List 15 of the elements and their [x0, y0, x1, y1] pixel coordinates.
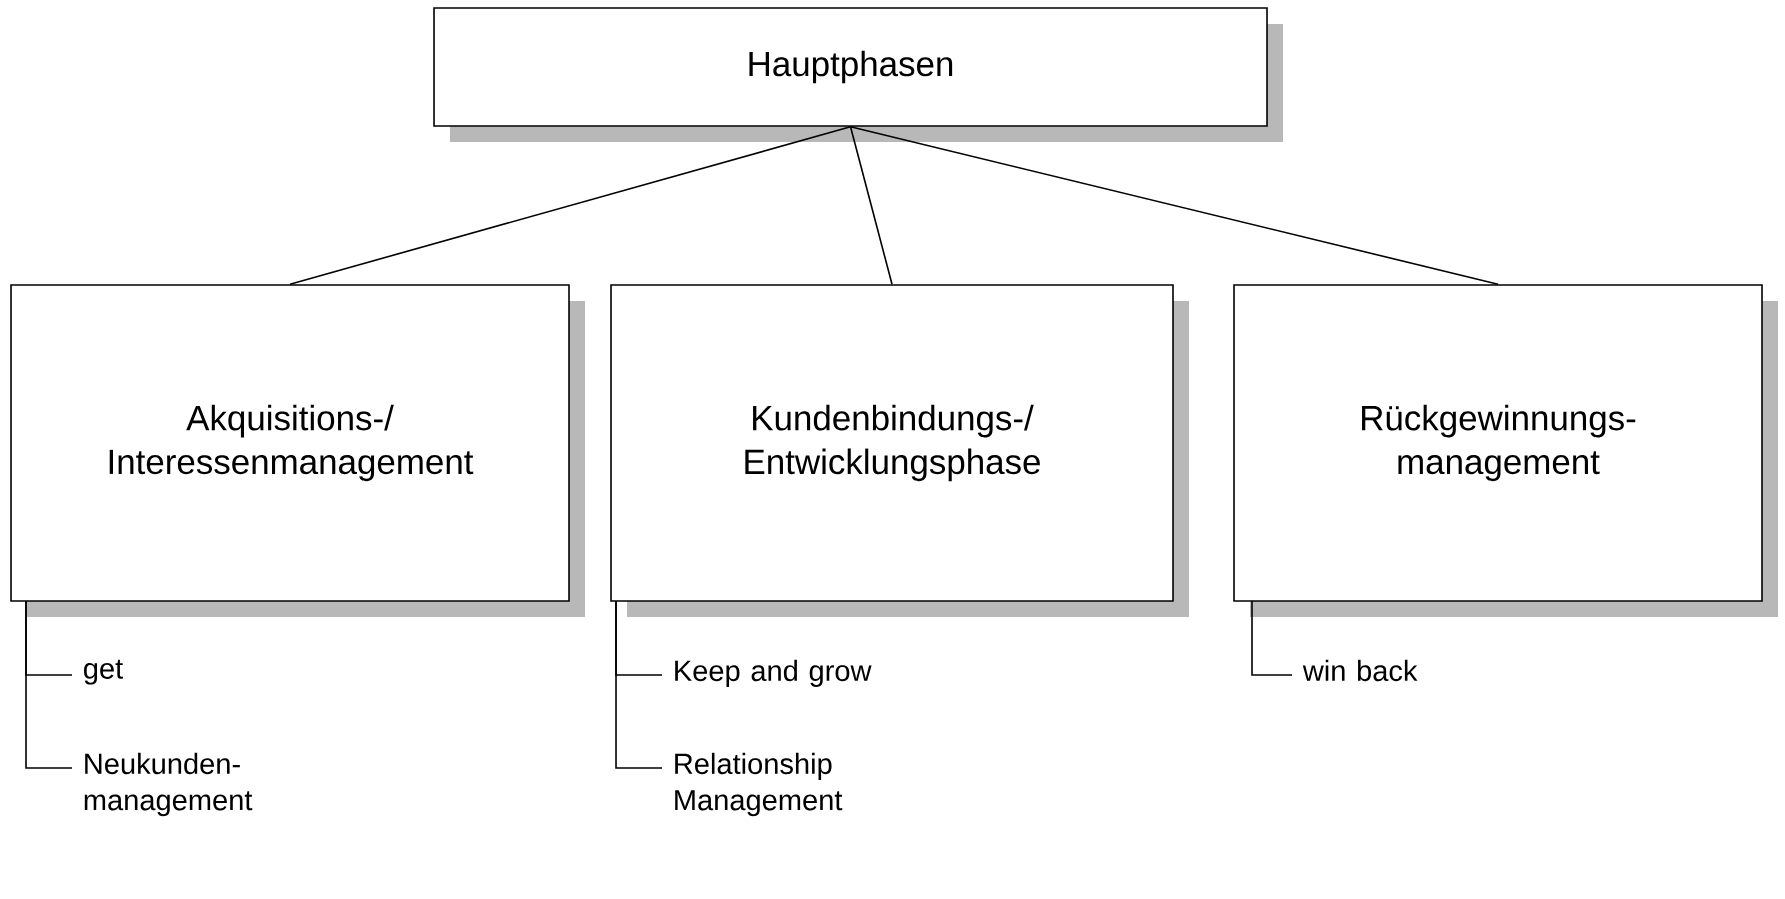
- phase-box: Akquisitions-/ Interessenmanagement: [10, 284, 585, 617]
- tree-line: [615, 600, 663, 769]
- phase-box: Rückgewinnungs- management: [1233, 284, 1778, 617]
- item-text: Neukunden- management: [84, 752, 253, 817]
- connector-line: [849, 126, 893, 285]
- item-text: Relationship Management: [675, 752, 843, 817]
- item-text: Keep and grow: [675, 659, 872, 687]
- phase-box: Kundenbindungs-/ Entwicklungsphase: [610, 284, 1189, 617]
- phase-box: Hauptphasen: [433, 7, 1283, 142]
- tree-line: [25, 600, 73, 769]
- item-text: get: [84, 659, 123, 685]
- connector-line: [289, 126, 852, 285]
- item-text: win back: [1302, 659, 1418, 682]
- connector-line: [849, 126, 1499, 285]
- tree-line: [1251, 600, 1293, 676]
